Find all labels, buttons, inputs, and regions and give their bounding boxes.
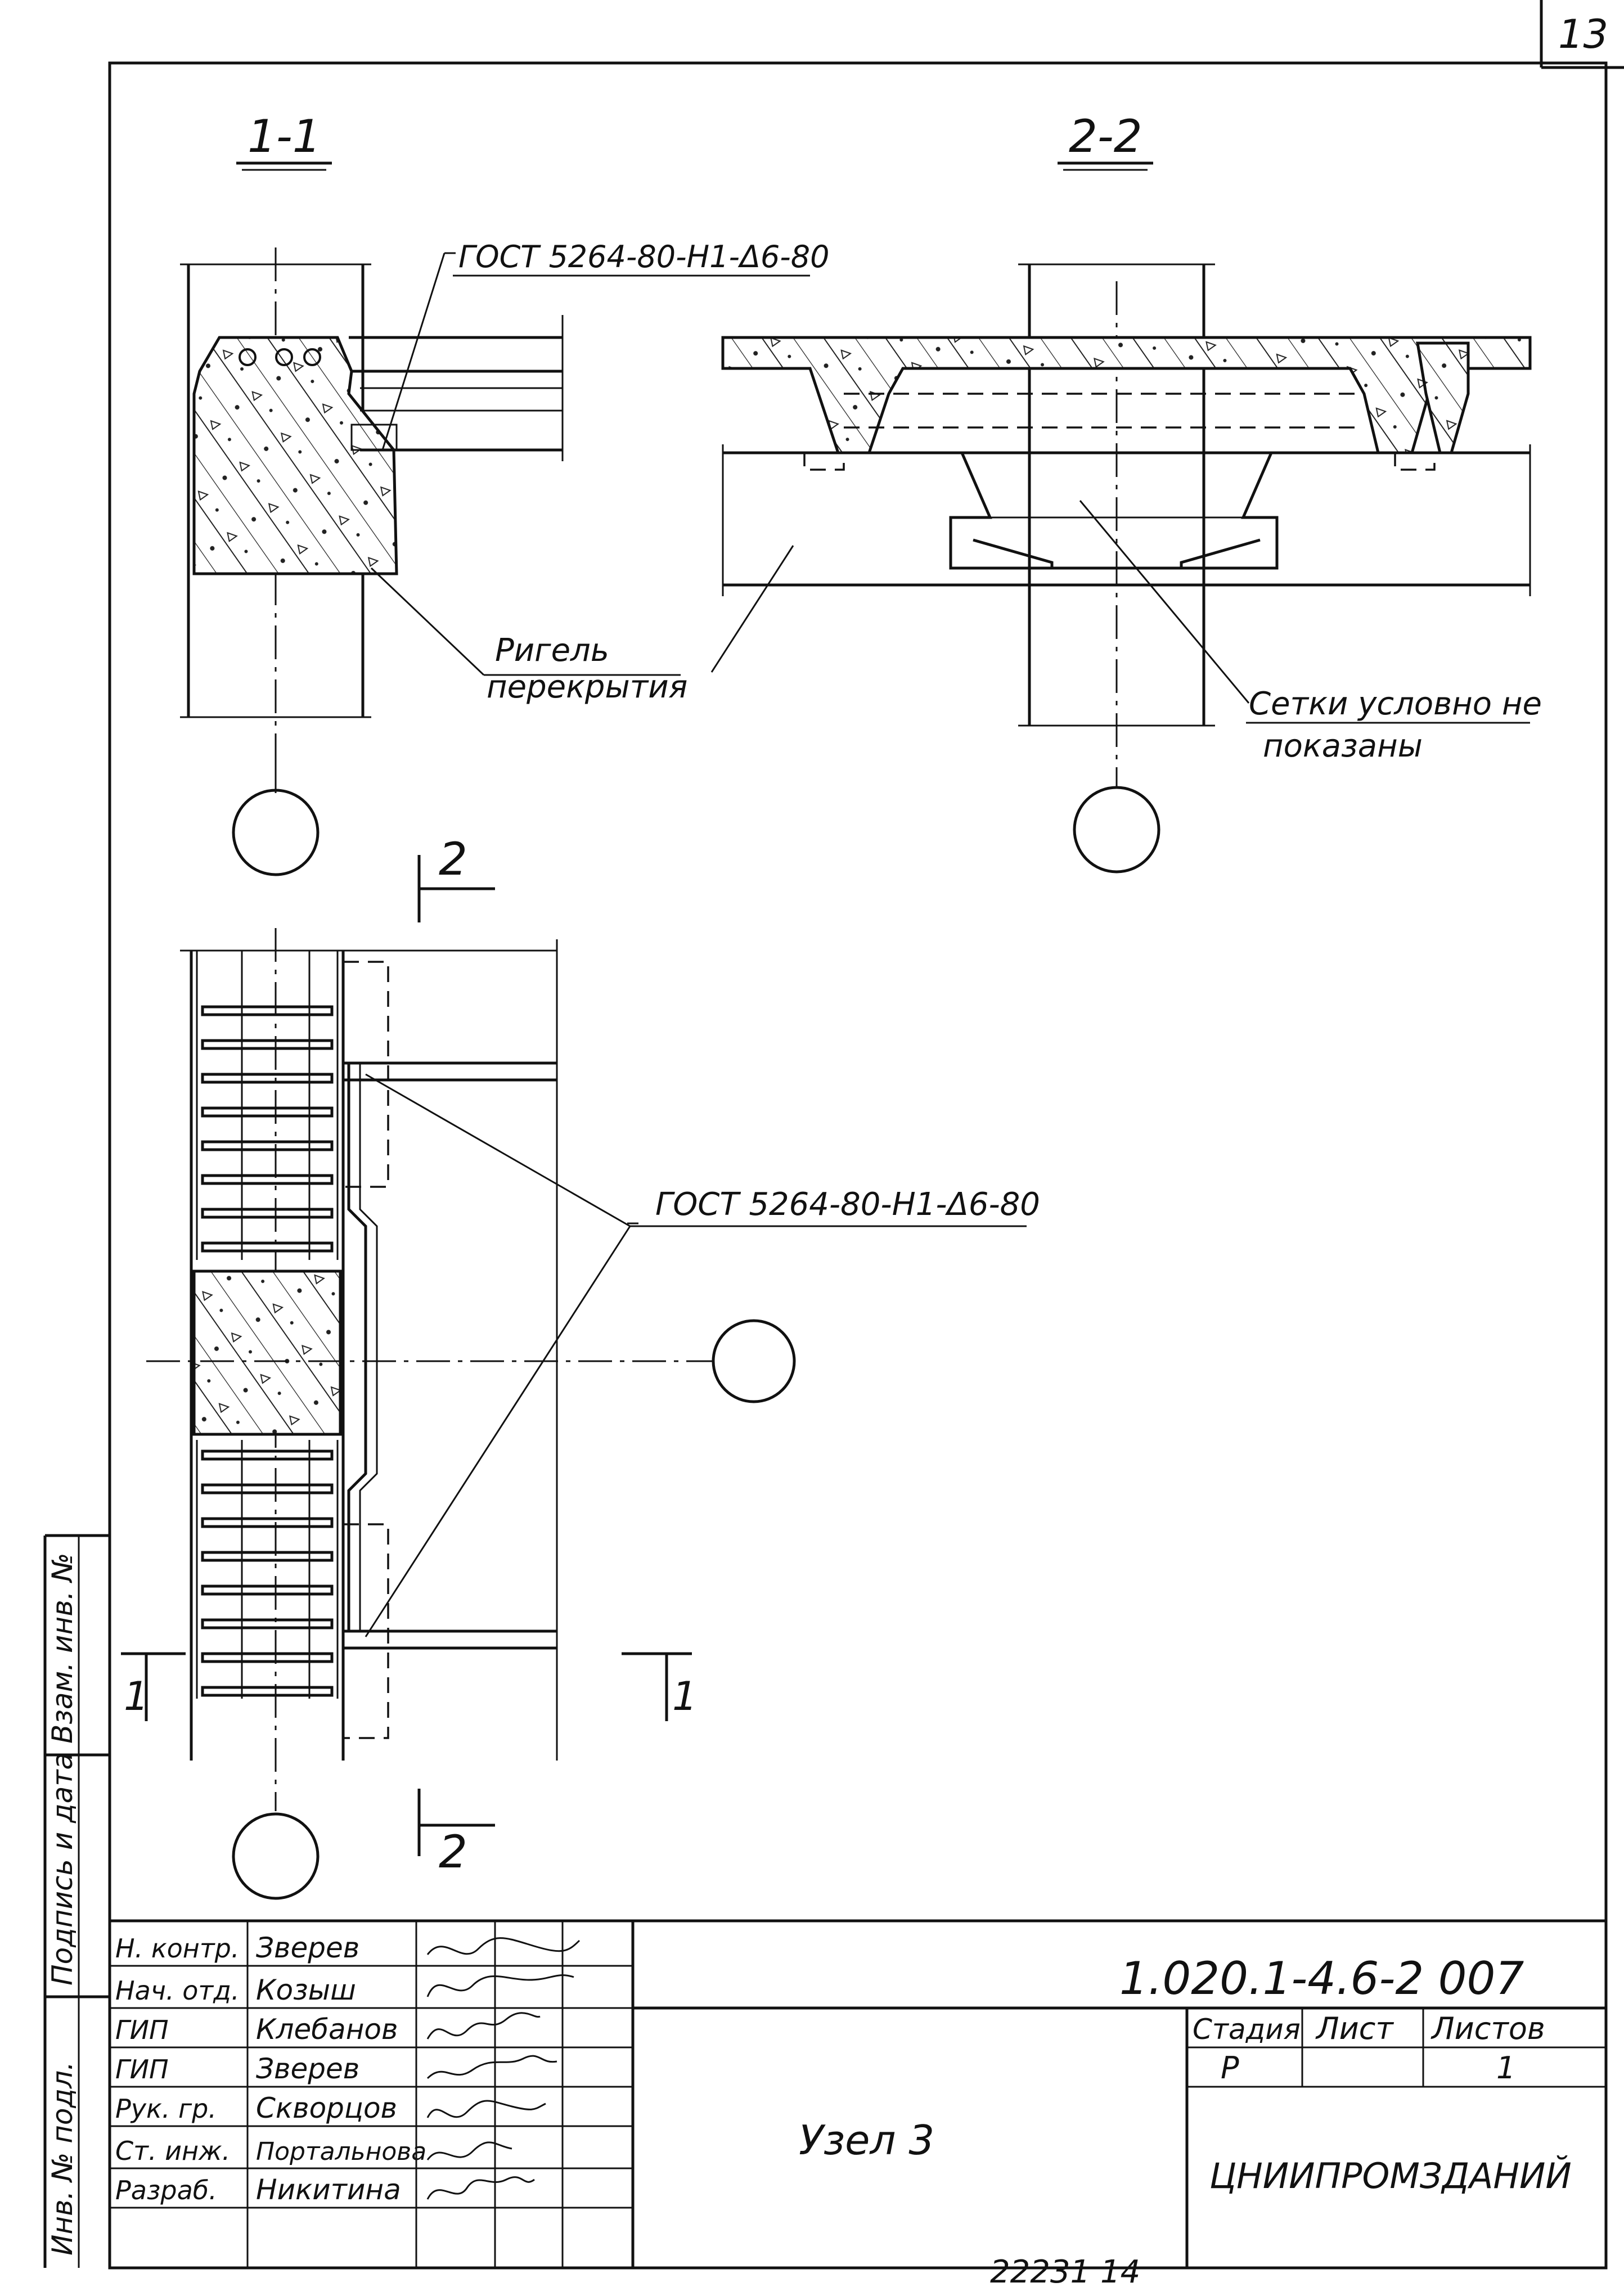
title-block: Н. контр. Зверев Нач. отд. Козыш ГИП Кле…: [110, 1919, 1606, 2268]
page-number: 13: [1558, 11, 1608, 57]
plan-mark-top: 2: [439, 833, 467, 885]
axis-bubble-plan-bottom: [232, 1812, 320, 1900]
signer-role-5: Ст. инж.: [115, 2136, 230, 2166]
stage-value: Р: [1221, 2050, 1239, 2086]
sheets-header: Листов: [1430, 2011, 1545, 2046]
sheets-value: 1: [1496, 2050, 1515, 2086]
plan-mark-right: 1: [672, 1673, 698, 1719]
plan-mark-bottom: 2: [439, 1826, 467, 1878]
gost-note-top: ГОСТ 5264-80-Н1-Δ6-80: [458, 239, 830, 274]
plan-view: 2: [121, 833, 1040, 1900]
doc-code: 1.020.1-4.6-2 007: [1119, 1952, 1524, 2005]
rebar-cage-lower: [196, 1440, 339, 1699]
signer-role-4: Рук. гр.: [115, 2094, 217, 2124]
signer-name-4: Скворцов: [256, 2092, 397, 2124]
section-2-2: 2-2 Сетки условно не показаны: [710, 110, 1542, 874]
page-number-box: 13: [1540, 0, 1624, 69]
signer-name-2: Клебанов: [256, 2013, 398, 2046]
footer-number: 22231 14: [990, 2254, 1140, 2287]
gost-note-plan: ГОСТ 5264-80-Н1-Δ6-80: [655, 1186, 1040, 1223]
girder-plan: [192, 1269, 342, 1436]
corbel-2-2: [949, 452, 1279, 570]
weld-plate: [347, 1063, 367, 1631]
drawing-frame: [108, 61, 1608, 2270]
stage-header: Стадия: [1193, 2013, 1301, 2046]
girder-section-1-1: [192, 336, 398, 575]
axis-bubble-plan-right: [712, 1319, 796, 1403]
plan-mark-left: 1: [124, 1673, 149, 1719]
stamp-replace-inv: Взам. инв. №: [46, 1553, 79, 1744]
signer-name-5: Портальнова: [256, 2137, 426, 2166]
signatures: [426, 1937, 581, 2200]
signer-name-3: Зверев: [256, 2052, 359, 2085]
signer-role-0: Н. контр.: [115, 1933, 239, 1964]
signer-role-1: Нач. отд.: [115, 1975, 240, 2006]
signer-role-3: ГИП: [115, 2054, 169, 2085]
axis-bubble-1-1: [232, 789, 320, 876]
signer-name-1: Козыш: [256, 1974, 356, 2006]
stamp-inv-no: Инв. № подл.: [46, 2061, 79, 2256]
axis-bubble-2-2: [1073, 786, 1160, 874]
signer-name-6: Никитина: [256, 2173, 401, 2206]
organization: ЦНИИПРОМЗДАНИЙ: [1209, 2155, 1572, 2196]
stamp-sign-date: Подпись и дата: [46, 1753, 79, 1986]
side-stamp: Взам. инв. № Подпись и дата Инв. № подл.: [43, 1534, 110, 2268]
slab-top-2-2: [721, 336, 1532, 454]
section-1-1-label: 1-1: [248, 110, 321, 163]
signer-role-2: ГИП: [115, 2015, 169, 2045]
rebar-cage-upper: [196, 951, 339, 1260]
section-2-2-label: 2-2: [1069, 110, 1142, 163]
signer-role-6: Разраб.: [115, 2175, 217, 2205]
sheet-title: Узел 3: [799, 2117, 934, 2164]
signer-name-0: Зверев: [256, 1932, 359, 1964]
sheet-header: Лист: [1315, 2011, 1394, 2046]
section-1-1: 1-1 ГОСТ 5264-80-Н1-Δ6-80 Ригель перекры…: [180, 110, 830, 876]
meshes-note-line1: Сетки условно не: [1249, 686, 1542, 722]
meshes-note-line2: показаны: [1263, 728, 1423, 764]
girder-label-line1: Ригель: [495, 632, 609, 669]
